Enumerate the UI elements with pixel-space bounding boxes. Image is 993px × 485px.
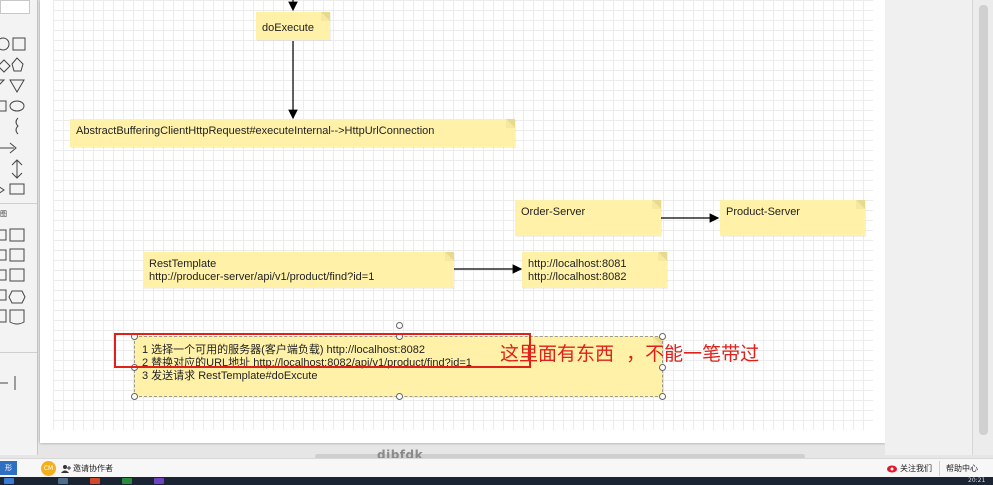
document-shape-icon xyxy=(9,228,25,242)
note-abstract-request-text: AbstractBufferingClientHttpRequest#execu… xyxy=(76,125,435,137)
weibo-icon xyxy=(887,465,897,473)
taskbar-app-icon[interactable] xyxy=(58,478,68,484)
help-center-link[interactable]: 帮助中心 xyxy=(946,464,978,473)
resize-handle[interactable] xyxy=(659,333,666,340)
invite-label: 邀请协作者 xyxy=(73,464,113,473)
palette-divider xyxy=(0,203,37,204)
note-localhost-line: http://localhost:8081 xyxy=(528,258,627,270)
rect6-shape-icon xyxy=(0,309,7,323)
note-rest-template-line: RestTemplate xyxy=(149,258,217,270)
brace-shape-icon xyxy=(15,117,19,135)
bottom-bar: 形 CM 邀请协作者 关注我们 帮助中心 xyxy=(0,458,993,478)
rect4-shape-icon xyxy=(0,269,7,281)
avatar[interactable]: CM xyxy=(41,461,56,476)
palette-divider xyxy=(0,352,37,353)
resize-handle[interactable] xyxy=(659,393,666,400)
arrow-shape-icon xyxy=(0,142,17,154)
taskbar-app-icon[interactable] xyxy=(122,478,132,484)
shape-palette: 图 xyxy=(0,0,38,455)
resize-handle[interactable] xyxy=(396,393,403,400)
note-rest-template[interactable]: RestTemplate http://producer-server/api/… xyxy=(143,252,454,288)
taskbar-app-icon[interactable] xyxy=(154,478,164,484)
note-doexecute[interactable]: doExecute xyxy=(256,12,330,40)
rect2-shape-icon xyxy=(0,229,7,241)
os-taskbar: 20:21 xyxy=(0,477,993,485)
table-shape-icon xyxy=(9,248,25,262)
wave-shape-icon xyxy=(9,309,25,325)
double-arrow-shape-icon xyxy=(11,159,23,179)
note-doexecute-text: doExecute xyxy=(262,22,314,34)
note-product-server[interactable]: Product-Server xyxy=(720,200,865,236)
palette-search-input[interactable] xyxy=(0,0,30,14)
rect3-shape-icon xyxy=(0,249,7,261)
divider xyxy=(939,461,940,476)
card-shape-icon xyxy=(9,268,25,282)
invite-collaborator-button[interactable]: 邀请协作者 xyxy=(61,463,113,474)
square-shape-icon xyxy=(12,37,26,51)
red-highlight-box xyxy=(114,333,531,368)
note-product-server-text: Product-Server xyxy=(726,206,800,218)
follow-label: 关注我们 xyxy=(900,464,932,473)
add-user-icon xyxy=(61,465,71,473)
horizontal-scrollbar[interactable] xyxy=(315,454,805,459)
resize-handle[interactable] xyxy=(659,364,666,371)
note-order-server[interactable]: Order-Server xyxy=(515,200,661,236)
inverted-triangle-shape-icon xyxy=(9,79,25,93)
note-rest-template-line: http://producer-server/api/v1/product/fi… xyxy=(149,271,375,283)
taskbar-app-icon[interactable] xyxy=(90,478,100,484)
note-localhost-line: http://localhost:8082 xyxy=(528,271,627,283)
cylinder-shape-icon xyxy=(0,100,7,112)
start-icon[interactable] xyxy=(4,478,14,484)
palette-shapes xyxy=(0,37,26,390)
rect5-shape-icon xyxy=(0,289,7,301)
red-annotation-text: 这里面有东西 ，不能一笔带过 xyxy=(500,343,760,365)
rotate-handle[interactable] xyxy=(396,322,403,329)
palette-section-label: 图 xyxy=(0,210,7,218)
resize-handle[interactable] xyxy=(131,393,138,400)
cloud-shape-icon xyxy=(9,100,25,112)
vertical-scrollbar[interactable] xyxy=(972,0,993,455)
follow-us-button[interactable]: 关注我们 xyxy=(887,463,932,474)
triangle-shape-icon xyxy=(0,79,6,85)
chevron-shape-icon xyxy=(0,186,5,194)
circle-shape-icon xyxy=(0,37,10,51)
note-abstract-request[interactable]: AbstractBufferingClientHttpRequest#execu… xyxy=(70,119,515,147)
note-steps-line: 3 发送请求 RestTemplate#doExcute xyxy=(142,370,318,382)
note-order-server-text: Order-Server xyxy=(521,206,586,218)
note-localhost-list[interactable]: http://localhost:8081 http://localhost:8… xyxy=(522,252,667,288)
rect-shape-icon xyxy=(9,183,25,195)
note-steps-line: 1 选择一个可用的服务器(客户端负载) http://localhost:808… xyxy=(142,344,426,356)
scrollbar-thumb[interactable] xyxy=(979,5,988,435)
diamond-shape-icon xyxy=(0,59,11,73)
hexagon-shape-icon xyxy=(8,290,26,304)
shape-tab-button[interactable]: 形 xyxy=(0,461,17,475)
pentagon-shape-icon xyxy=(11,57,24,72)
clock: 20:21 xyxy=(968,477,986,484)
